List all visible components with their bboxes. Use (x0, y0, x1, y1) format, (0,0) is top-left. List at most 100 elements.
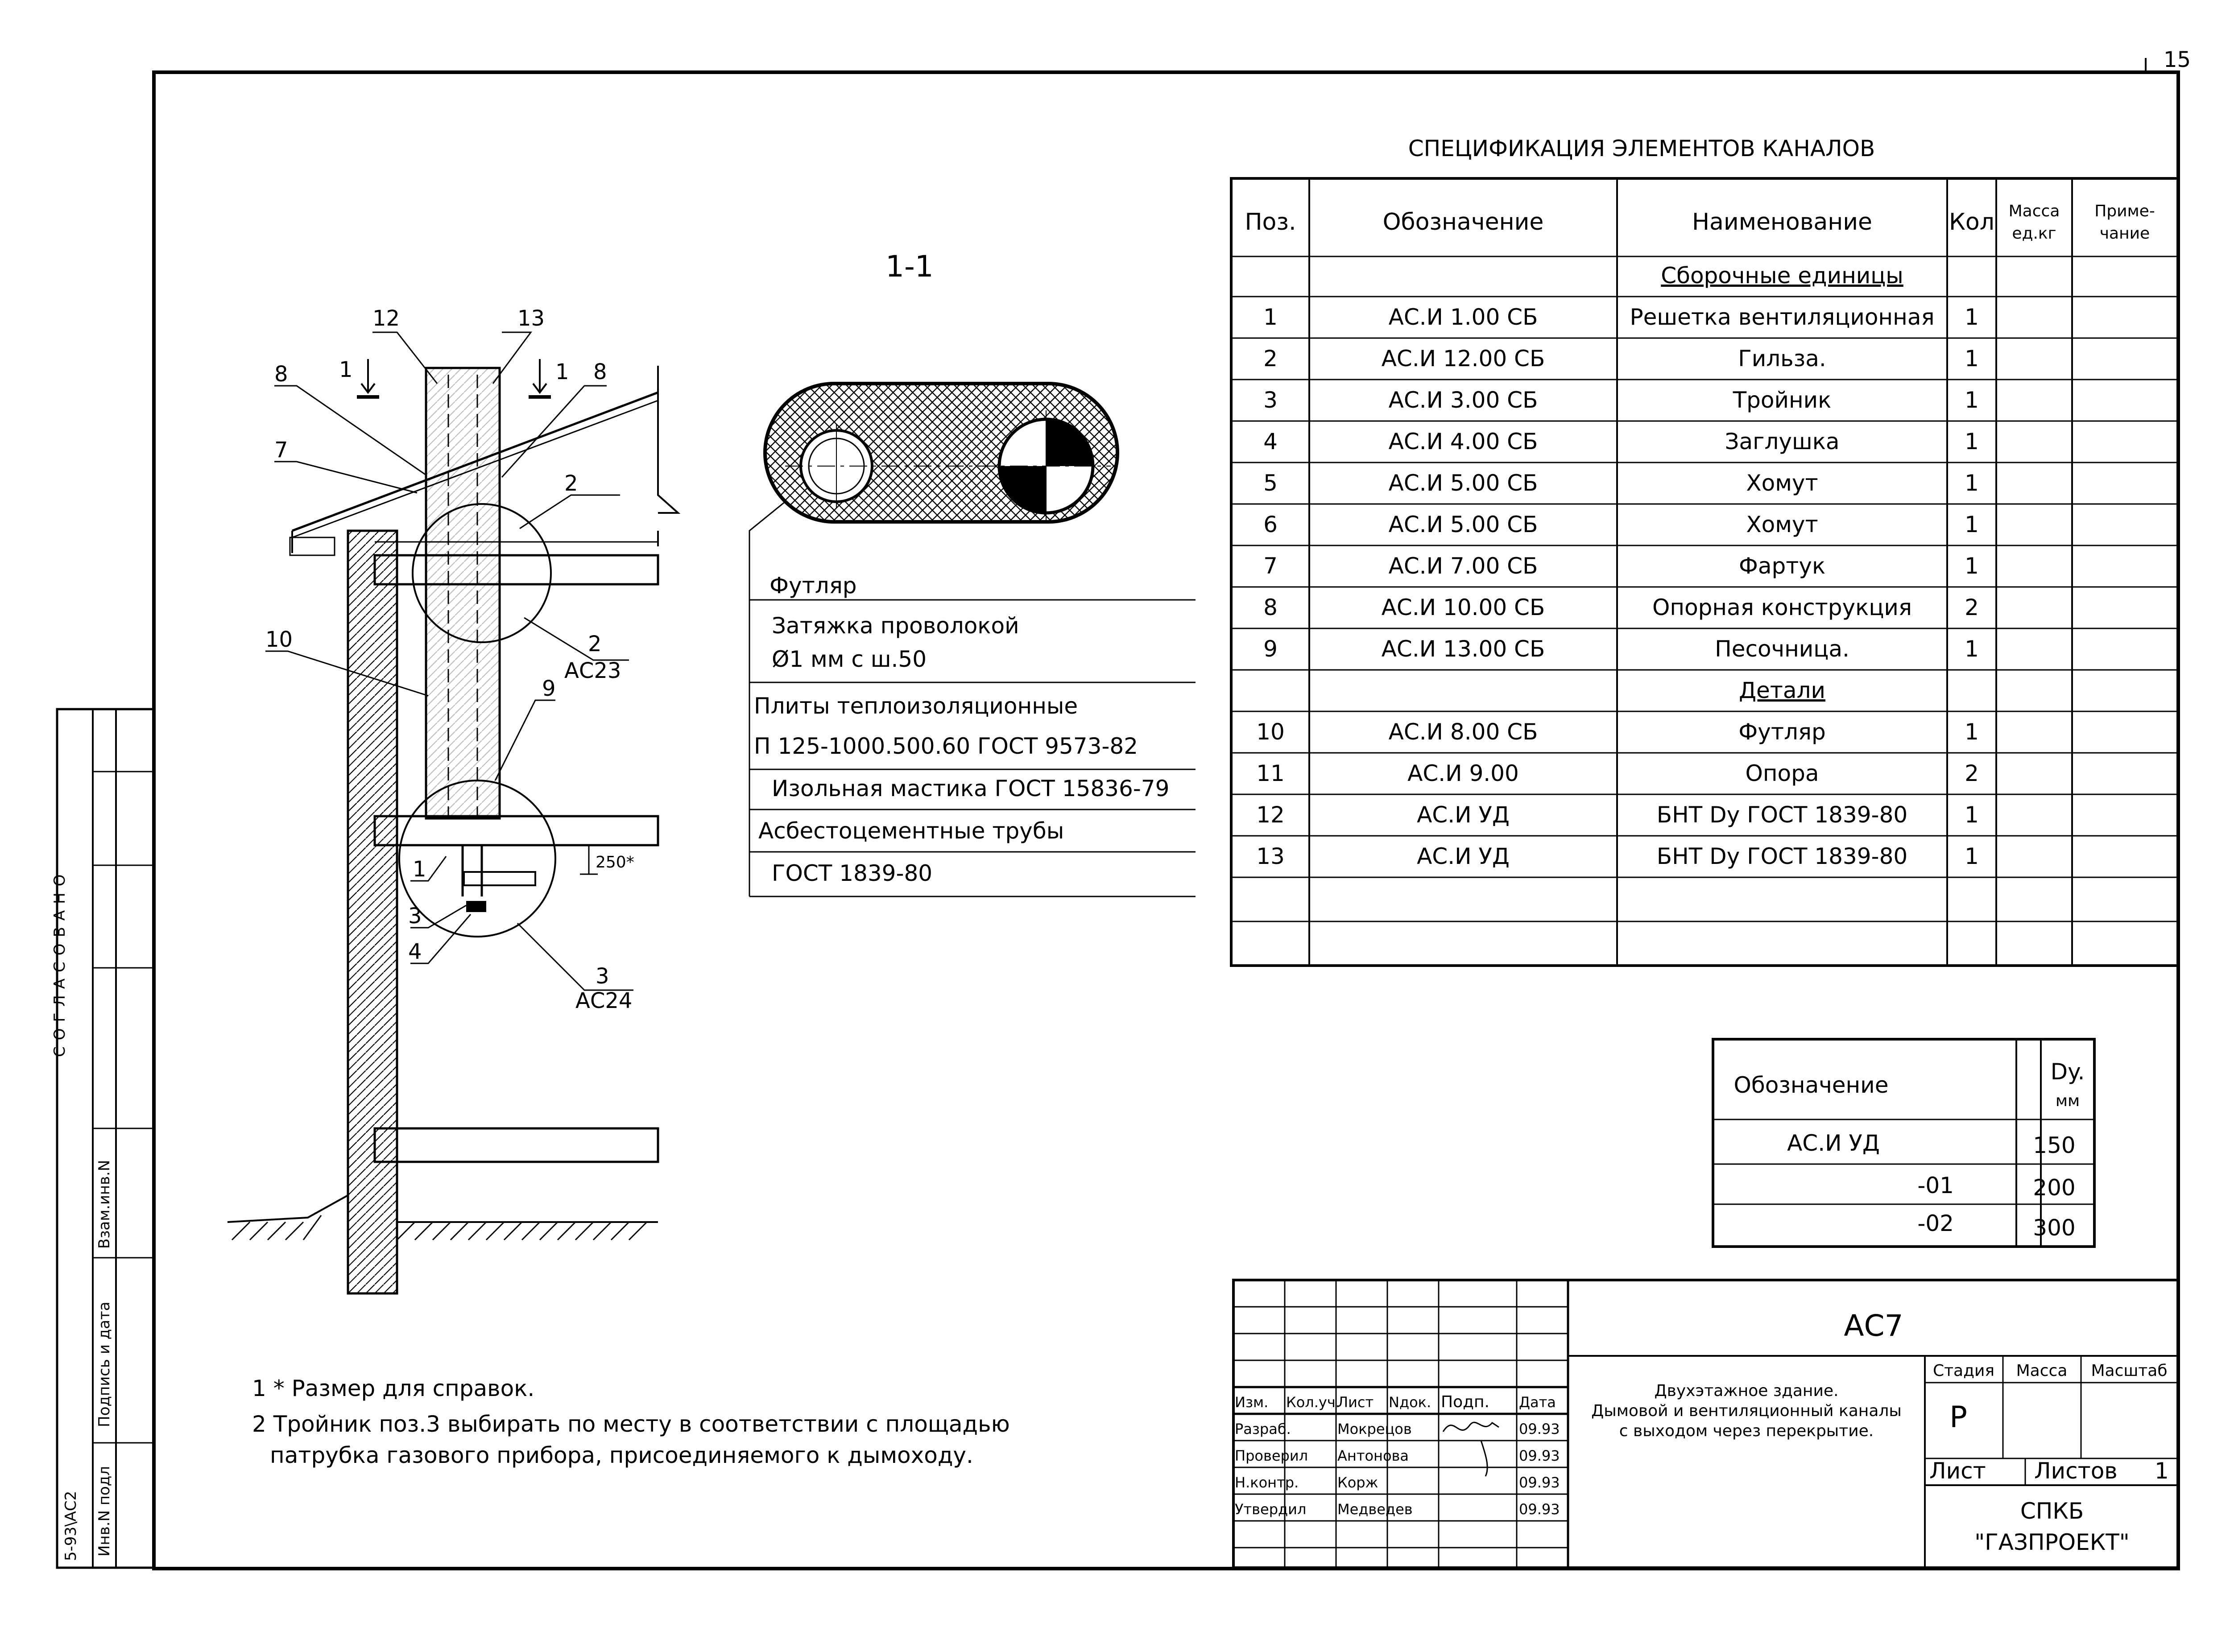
spec-cell-code: АС.И 12.00 СБ (1382, 346, 1545, 372)
legend-pipes: Асбестоцементные трубы (758, 818, 1064, 844)
spec-cell-code: АС.И 10.00 СБ (1382, 595, 1545, 620)
callout-ac24: АС24 (575, 988, 632, 1013)
callout-1-left: 1 (339, 357, 353, 382)
stage-value: Р (1949, 1400, 1967, 1434)
spec-cell-name: Фартук (1739, 553, 1825, 579)
callout-2-detail: 2 (588, 632, 602, 657)
spec-cell-qty: 2 (1965, 760, 1979, 786)
ground-slab (373, 1127, 659, 1163)
legend-mastic: Изольная мастика ГОСТ 15836-79 (772, 776, 1169, 801)
spec-cell-qty: 1 (1965, 346, 1979, 372)
spec-cell-pos: 3 (1263, 387, 1278, 413)
dy-header-code: Обозначение (1734, 1072, 1889, 1098)
name-developer: Мокрецов (1337, 1421, 1412, 1437)
legend-wire-tie: Затяжка проволокой (772, 613, 1019, 639)
dimension-250: 250* (596, 853, 634, 871)
spec-cell-qty: 1 (1965, 470, 1979, 496)
dy-table: Обозначение Dy.мм АС.И УД 150 -01 200 -0… (1712, 1038, 2096, 1248)
attic-slab (373, 554, 659, 586)
spec-cell-qty: 1 (1965, 719, 1979, 745)
spec-cell-code: АС.И 8.00 СБ (1389, 719, 1538, 745)
plug (466, 901, 486, 912)
tee-branch (463, 871, 536, 886)
org-name-2: "ГАЗПРОЕКТ" (1974, 1529, 2130, 1555)
spec-cell-code: АС.И УД (1417, 843, 1510, 869)
dy-row-code: -02 (1917, 1210, 1954, 1236)
role-normcontrol: Н.контр. (1235, 1474, 1299, 1491)
spec-cell-qty: 2 (1965, 595, 1979, 620)
callout-2: 2 (564, 471, 578, 496)
scale-label: Масштаб (2091, 1362, 2167, 1380)
spec-cell-name: Опора (1745, 760, 1819, 786)
mass-label: Масса (2016, 1362, 2068, 1380)
sheet-label: Лист (1929, 1458, 1986, 1484)
date-approver: 09.93 (1519, 1501, 1560, 1518)
spec-cell-qty: 1 (1965, 304, 1979, 330)
col-date: Дата (1519, 1394, 1556, 1411)
legend-insulation-spec: П 125-1000.500.60 ГОСТ 9573-82 (754, 733, 1138, 759)
spec-cell-pos: 10 (1256, 719, 1285, 745)
col-doc: Nдок. (1389, 1394, 1431, 1411)
desc-line-3: с выходом через перекрытие. (1619, 1422, 1874, 1440)
inv-replace-label: Взам.инв.N (95, 1160, 113, 1249)
spec-cell-pos: 9 (1263, 636, 1278, 662)
spec-cell-code: АС.И 3.00 СБ (1389, 387, 1538, 413)
legend-pipes-spec: ГОСТ 1839-80 (772, 860, 932, 886)
spec-cell-qty: 1 (1965, 802, 1979, 828)
note-2: 2 Тройник поз.3 выбирать по месту в соот… (252, 1411, 1010, 1437)
spec-cell-qty: 1 (1965, 512, 1979, 537)
chimney-casing (425, 367, 501, 820)
floor-slab (373, 815, 659, 847)
spec-cell-name: Решетка вентиляционная (1630, 304, 1934, 330)
callout-8-left: 8 (274, 362, 288, 387)
desc-line-2: Дымовой и вентиляционный каналы (1591, 1402, 1902, 1420)
spec-cell-code: АС.И 1.00 СБ (1389, 304, 1538, 330)
spec-cell-pos: 1 (1263, 304, 1278, 330)
spec-cell-qty: 1 (1965, 429, 1979, 454)
spec-cell-code: АС.И 5.00 СБ (1389, 512, 1538, 537)
col-sheet: Лист (1337, 1394, 1374, 1411)
spec-cell-pos: 7 (1263, 553, 1278, 579)
name-approver: Медведев (1337, 1501, 1413, 1518)
legend-wire-spec: Ø1 мм с ш.50 (772, 646, 927, 672)
spec-cell-name: БНТ Dy ГОСТ 1839-80 (1657, 802, 1907, 828)
spec-cell-pos: 6 (1263, 512, 1278, 537)
spec-cell-code: АС.И 7.00 СБ (1389, 553, 1538, 579)
spec-cell-name: Гильза. (1738, 346, 1826, 372)
dy-row-size: 300 (2033, 1215, 2075, 1241)
header-note: Приме-чание (2094, 202, 2155, 243)
section-label: 1-1 (885, 249, 934, 284)
org-name-1: СПКБ (2020, 1498, 2084, 1524)
sheets-label: Листов (2034, 1458, 2118, 1484)
role-developer: Разраб. (1235, 1421, 1291, 1437)
ground-line (227, 1194, 348, 1223)
desc-line-1: Двухэтажное здание. (1655, 1382, 1839, 1400)
spec-cell-name: Хомут (1746, 512, 1818, 537)
spec-cell-name: Тройник (1733, 387, 1832, 413)
callout-9: 9 (542, 676, 556, 701)
header-code: Обозначение (1383, 209, 1544, 235)
album-code: 5-93\АС2 (62, 1491, 80, 1561)
spec-cell-pos: 11 (1256, 760, 1285, 786)
callout-1-right: 1 (555, 359, 569, 384)
callout-10: 10 (265, 627, 293, 652)
spec-title: СПЕЦИФИКАЦИЯ ЭЛЕМЕНТОВ КАНАЛОВ (1408, 136, 1875, 161)
date-normcontrol: 09.93 (1519, 1474, 1560, 1491)
stage-label: Стадия (1933, 1362, 1994, 1380)
spec-table: СПЕЦИФИКАЦИЯ ЭЛЕМЕНТОВ КАНАЛОВ (1230, 136, 2179, 967)
callout-1-lower: 1 (413, 857, 426, 882)
date-developer: 09.93 (1519, 1421, 1560, 1437)
header-name: Наименование (1692, 209, 1872, 235)
note-2-cont: патрубка газового прибора, присоединяемо… (270, 1442, 973, 1468)
dy-header-size: Dy.мм (2051, 1059, 2085, 1110)
exterior-wall (347, 529, 398, 1295)
note-1: 1 * Размер для справок. (252, 1375, 534, 1401)
spec-section-heading: Детали (1739, 677, 1825, 703)
role-approver: Утвердил (1235, 1501, 1306, 1518)
spec-cell-name: БНТ Dy ГОСТ 1839-80 (1657, 843, 1907, 869)
spec-cell-qty: 1 (1965, 553, 1979, 579)
spec-cell-name: Футляр (1738, 719, 1826, 745)
